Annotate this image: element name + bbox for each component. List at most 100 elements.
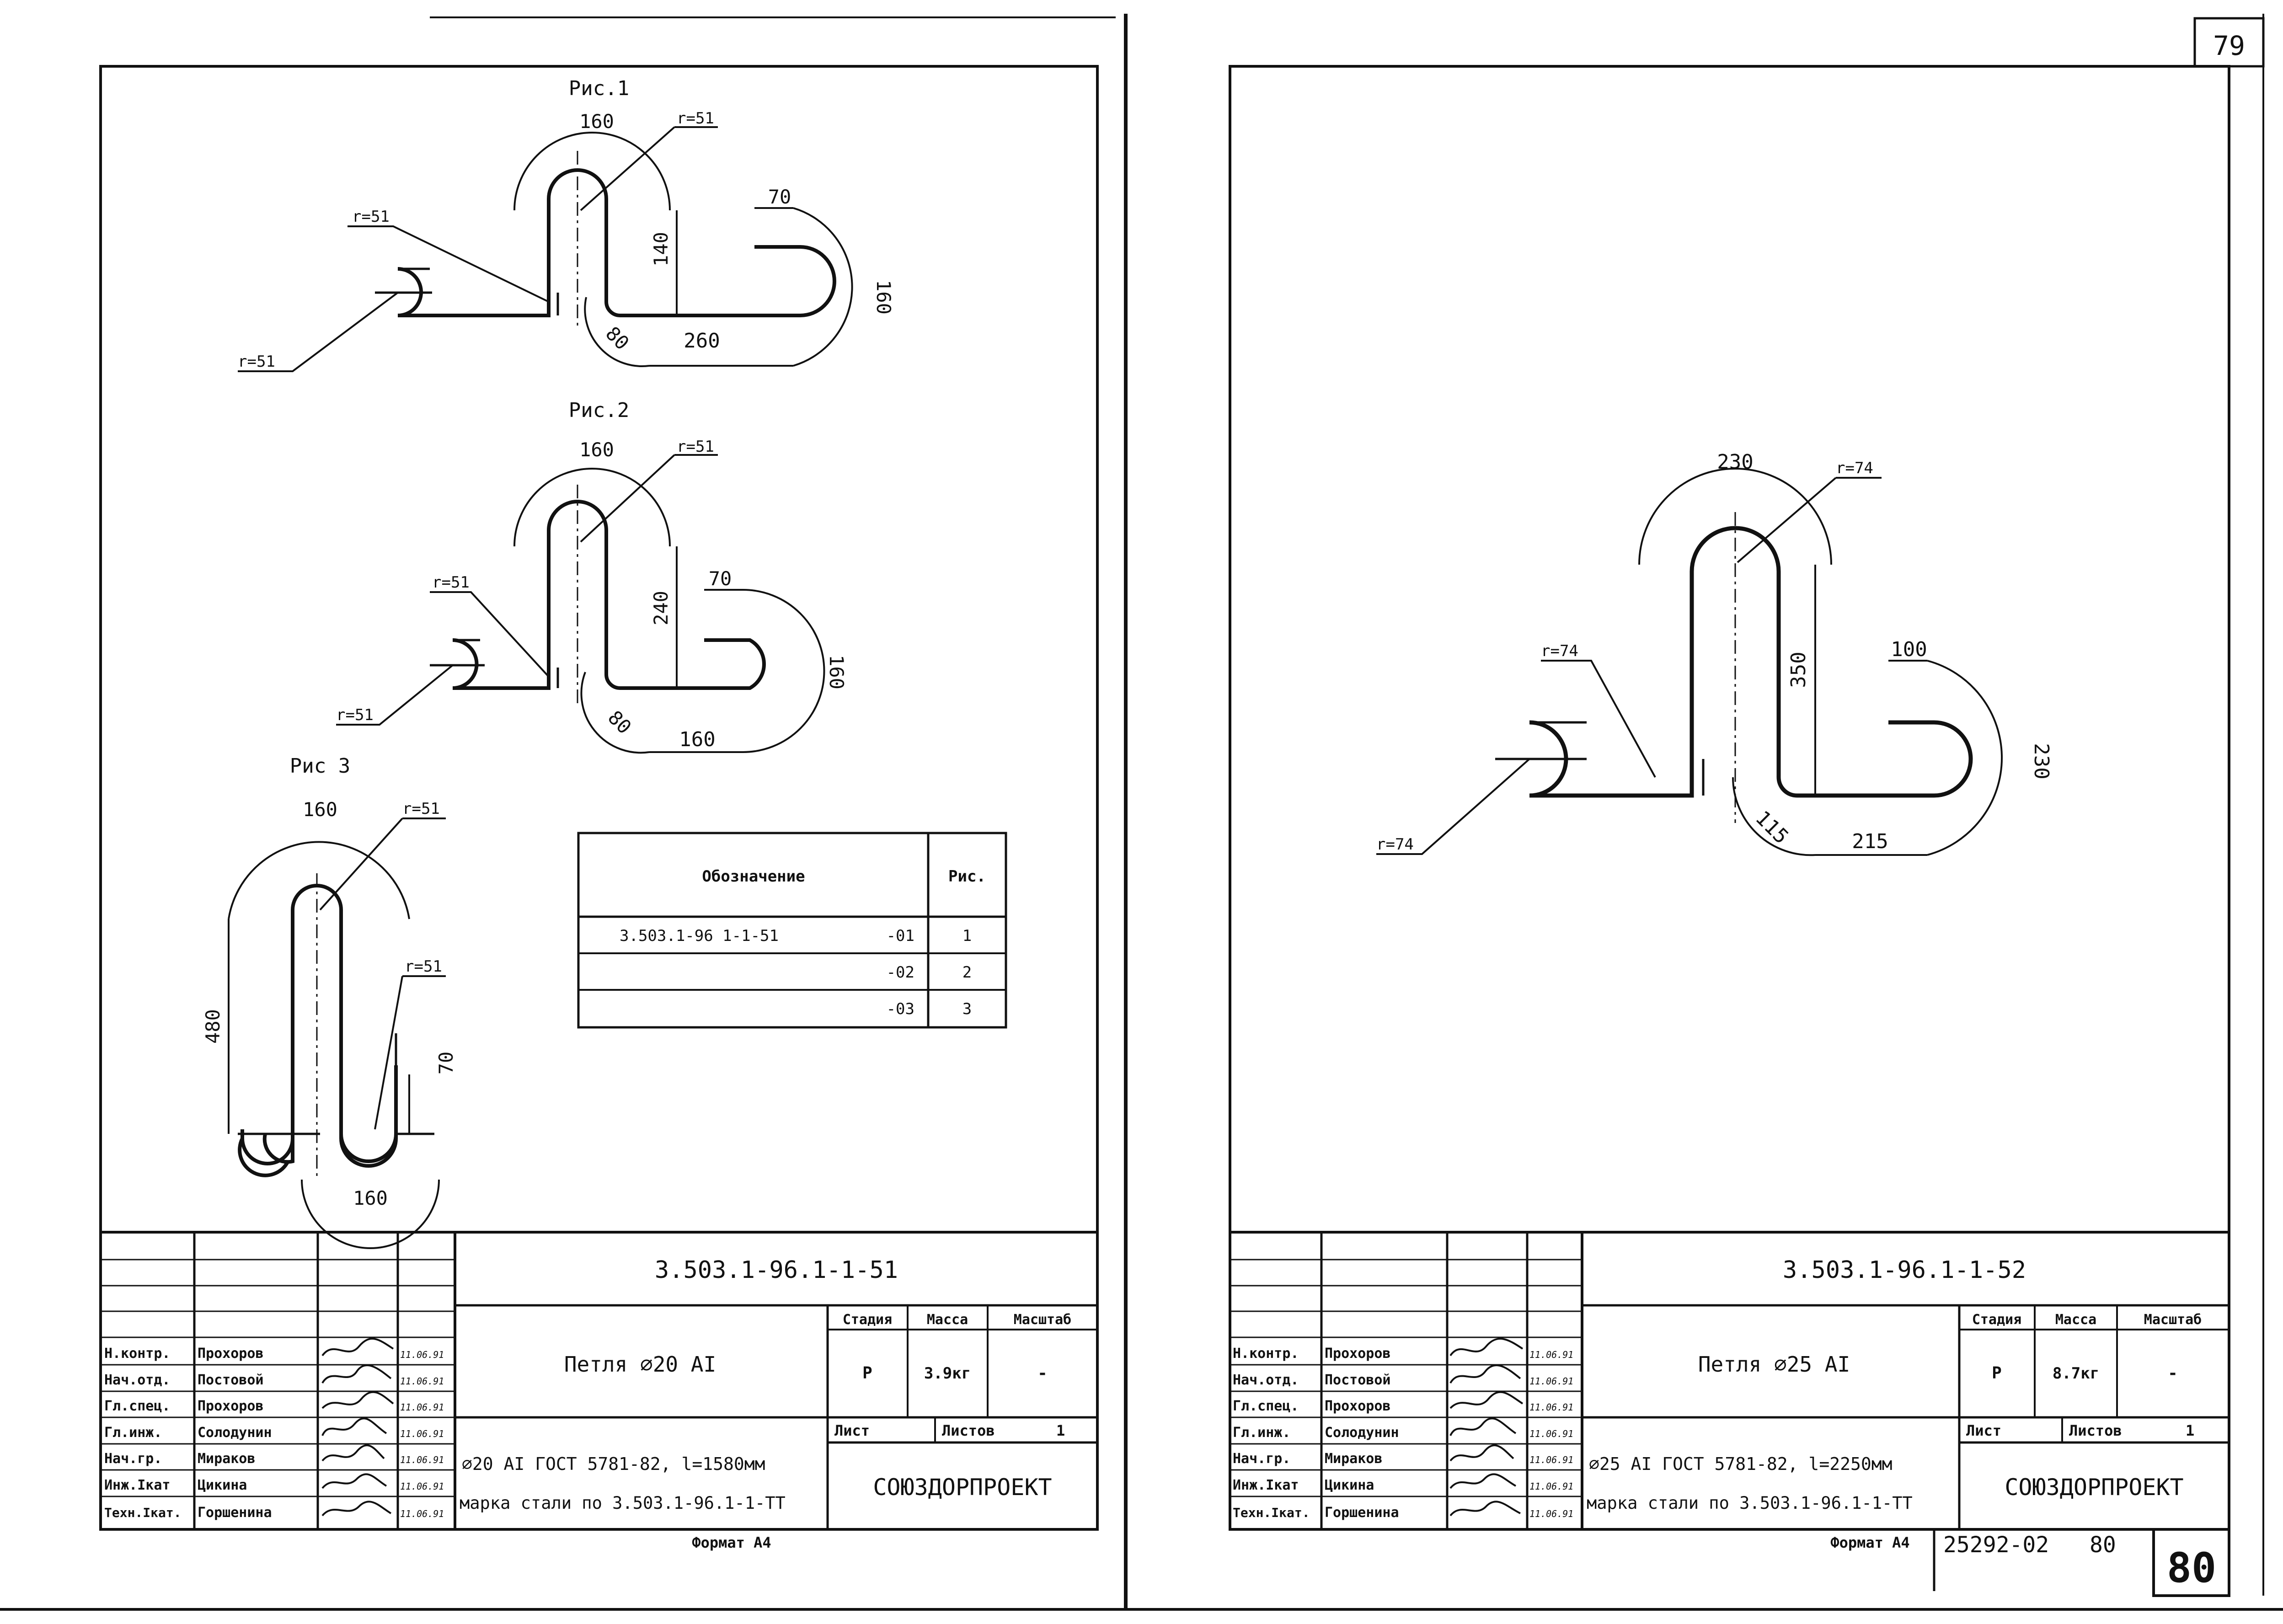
left-material-line1: ⌀20 АI ГОСТ 5781-82, l=1580мм [462,1454,765,1474]
left-format-label: Формат А4 [692,1534,771,1551]
right-staff-role: Нач.гр. [1233,1451,1290,1467]
figure-right-dim-right-tail: 100 [1891,638,1927,661]
right-signatures [1449,1338,1524,1517]
right-staff-date: 11.06.91 [1529,1349,1573,1360]
right-organization: СОЮЗДОРПРОЕКТ [2005,1474,2183,1501]
figure-1-dim-radius-left2: r=51 [238,353,275,371]
right-staff-name: Постовой [1325,1372,1391,1388]
left-part-name: Петля ⌀20 АI [564,1352,716,1377]
table-row-suffix: -02 [887,963,914,982]
left-staff-role: Нач.отд. [104,1372,171,1388]
figure-1-bottom-arc-dim [584,297,650,367]
table-row-suffix: -01 [887,927,914,945]
left-sheets-value: 1 [1056,1422,1065,1439]
figure-right-leader-top [1737,477,1882,563]
figure-right-dim-radius-top: r=74 [1836,459,1873,477]
right-sheet-label: Лист [1966,1422,2001,1439]
figure-3-leader-right [374,975,446,1130]
figure-right-dim-radius-left2: r=74 [1376,835,1414,854]
figure-1-dim-bottom-diag: 80 [601,322,633,354]
left-title-frame [99,1231,1099,1531]
table-row-fig: 1 [962,927,972,945]
figure-3-leader-top [319,817,446,911]
right-stage-header: Стадия [1972,1312,2021,1328]
figure-2-bottom-arc-dim [580,672,650,754]
right-stage-value: Р [1992,1364,2002,1383]
signature-mark [1449,1338,1524,1357]
figure-right-leader-left2 [1376,758,1530,855]
table-row-code: 3.503.1-96 1-1-51 [620,927,779,945]
figure-right-dim-bottom-diag: 115 [1751,807,1793,849]
left-staff-name: Мираков [198,1451,255,1467]
table-row-fig: 3 [962,1000,972,1018]
figure-1-dim-bottom-len: 260 [684,329,720,353]
right-format-label: Формат А4 [1830,1534,1909,1551]
right-mass-header: Масса [2055,1312,2096,1328]
left-staff-name: Цикина [198,1477,247,1493]
figure-2-dim-bottom-len: 160 [679,728,715,751]
left-material-line2: марка стали по 3.503.1-96.1-1-ТТ [460,1493,786,1513]
signature-mark [321,1501,392,1517]
right-staff-role: Гл.инж. [1233,1425,1290,1441]
archive-page: 80 [2090,1532,2116,1558]
left-staff-role: Инж.Iкат [104,1477,171,1493]
right-title-block: 3.503.1-96.1-1-52 Петля ⌀25 АI Стадия Ма… [1229,1231,2230,1597]
figure-2-leader-left2 [336,664,454,726]
right-sheets-label: Листов [2069,1422,2122,1439]
left-sheet-frame [99,65,1099,1531]
table-header-designation: Обозначение [702,867,805,886]
left-staff-date: 11.06.91 [400,1349,444,1360]
figure-2-dim-radius-top: r=51 [677,438,714,456]
left-stage-header: Стадия [843,1312,892,1328]
right-staff-date: 11.06.91 [1529,1402,1573,1413]
figure-1-dim-vertical: 140 [650,232,672,267]
signature-mark [321,1417,387,1436]
figure-3-dim-bottom-width: 160 [353,1187,388,1209]
left-staff-date: 11.06.91 [400,1376,444,1387]
table-row-fig: 2 [962,963,972,982]
left-scale-value: - [1037,1364,1048,1383]
right-staff-role: Нач.отд. [1233,1372,1299,1388]
right-staff-date: 11.06.91 [1529,1481,1573,1492]
left-staff-name: Прохоров [198,1398,264,1414]
figure-1: Рис.1 160 r=51 r=51 r=51 70 260 140 160 … [238,77,895,372]
signature-mark [1449,1391,1524,1409]
table-frame [577,832,1007,1029]
figure-1-dim-top-width: 160 [579,110,614,133]
right-staff-role: Гл.спец. [1233,1398,1299,1414]
figure-1-dim-right-tail: 70 [768,186,791,208]
signature-mark [321,1444,385,1462]
table-row-suffix: -03 [887,1000,914,1018]
archive-code: 25292-02 [1943,1532,2049,1558]
page-number-bottom-box [2152,1528,2230,1597]
page-number-bottom: 80 [2167,1544,2216,1592]
figure-3-dim-top-width: 160 [303,798,337,821]
left-doc-code: 3.503.1-96.1-1-51 [655,1256,898,1284]
right-staff-name: Прохоров [1325,1398,1391,1414]
figure-2-bar [452,500,766,690]
right-staff-role: Техн.Iкат. [1233,1505,1310,1520]
figure-right-dim-top-width: 230 [1717,450,1753,474]
figure-right-top-arc-dim [1638,468,1832,565]
left-scale-header: Масштаб [1014,1312,1071,1328]
page-number-top: 79 [2213,30,2245,61]
right-mass-value: 8.7кг [2053,1364,2099,1383]
right-staff-name: Прохоров [1325,1346,1391,1362]
left-staff-role: Гл.спец. [104,1398,171,1414]
figure-3-top-arc-dim [228,841,410,919]
designation-table: Обозначение Рис. 3.503.1-96 1-1-51 -01 1… [577,832,1007,1029]
figure-1-bar [397,168,836,317]
right-staff-date: 11.06.91 [1529,1376,1573,1387]
figure-2-leader-left [430,591,550,678]
figure-3-detail-lines [238,1033,434,1135]
figure-2-dim-right-height: 160 [825,655,848,689]
right-sheet-frame [1229,65,2230,1531]
figure-1-dim-radius-top: r=51 [677,109,714,128]
left-staff-role: Нач.гр. [104,1451,162,1467]
signature-mark [1449,1501,1521,1517]
right-staff-name: Солодунин [1325,1425,1399,1441]
figure-right-leader-left [1541,660,1656,778]
figure-3-dim-radius-top: r=51 [402,800,440,818]
figure-2-dim-radius-left: r=51 [432,573,470,592]
